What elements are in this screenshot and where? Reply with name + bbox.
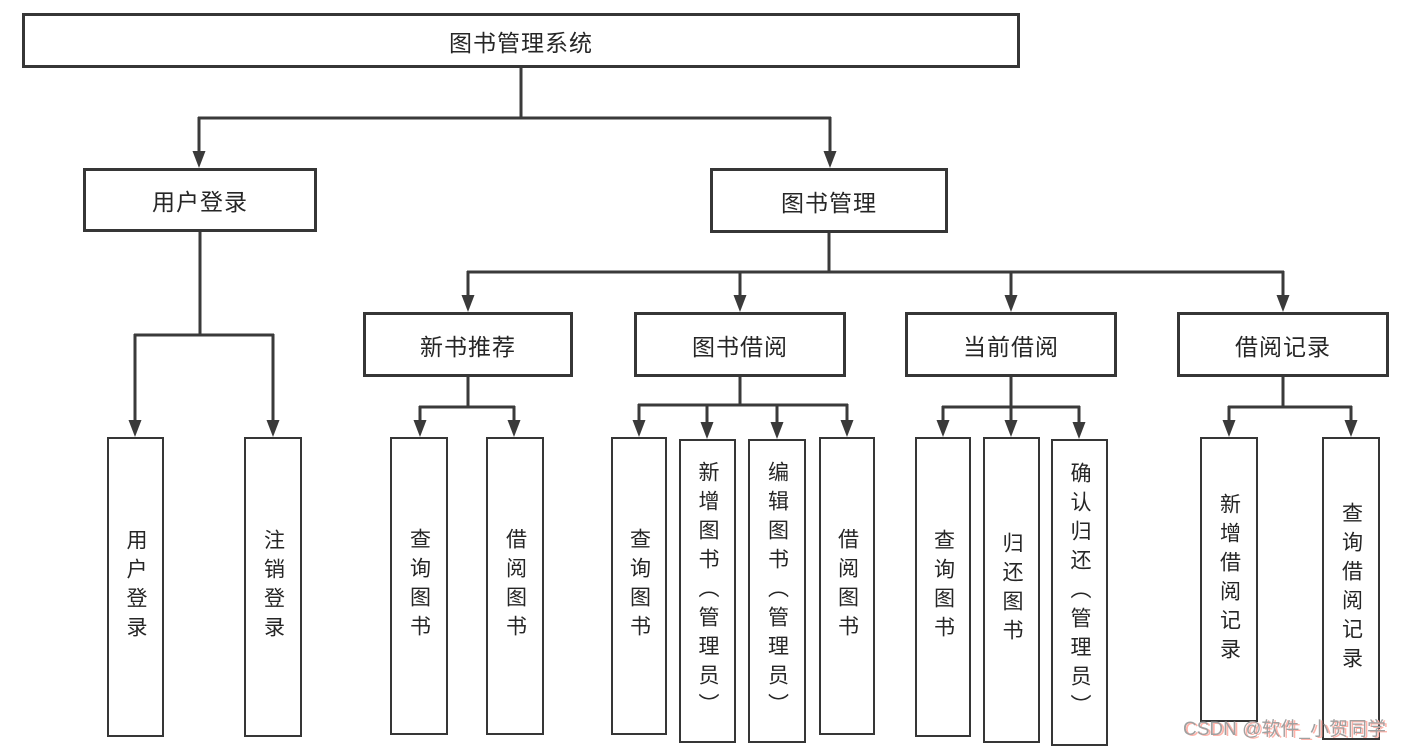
leaf-current-confirm: 确认归还（管理员） <box>1051 439 1108 746</box>
node-current-borrow: 当前借阅 <box>905 312 1117 377</box>
leaf-newbook-borrow: 借阅图书 <box>486 437 544 735</box>
node-book-mgmt-label: 图书管理 <box>781 189 877 216</box>
leaf-current-return-label: 归还图书 <box>1000 532 1023 648</box>
leaf-record-add: 新增借阅记录 <box>1200 437 1258 722</box>
arrowhead-icon <box>770 422 784 439</box>
leaf-user-login: 用户登录 <box>107 437 164 737</box>
leaf-newbook-query-label: 查询图书 <box>407 528 431 644</box>
node-new-book-label: 新书推荐 <box>420 333 516 360</box>
leaf-newbook-query: 查询图书 <box>390 437 448 735</box>
node-root-label: 图书管理系统 <box>449 29 593 56</box>
leaf-borrow-book: 借阅图书 <box>819 437 875 735</box>
arrowhead-icon <box>1222 420 1236 437</box>
node-borrow-record: 借阅记录 <box>1177 312 1389 377</box>
arrowhead-icon <box>413 420 427 437</box>
node-book-mgmt: 图书管理 <box>710 168 948 233</box>
leaf-borrow-query: 查询图书 <box>611 437 667 735</box>
leaf-logout: 注销登录 <box>244 437 302 737</box>
arrowhead-icon <box>507 420 521 437</box>
arrowhead-icon <box>1344 420 1358 437</box>
leaf-record-query-label: 查询借阅记录 <box>1339 501 1363 676</box>
leaf-current-query-label: 查询图书 <box>931 529 955 645</box>
arrowhead-icon <box>266 420 280 437</box>
watermark: CSDN @软件_小贺同学 <box>1183 719 1386 740</box>
node-user-login-label: 用户登录 <box>152 189 248 215</box>
leaf-borrow-book-label: 借阅图书 <box>835 528 859 644</box>
node-borrow-record-label: 借阅记录 <box>1235 333 1331 360</box>
arrowhead-icon <box>823 151 837 168</box>
leaf-newbook-borrow-label: 借阅图书 <box>503 528 527 644</box>
arrowhead-icon <box>1004 420 1018 437</box>
leaf-current-query: 查询图书 <box>915 437 971 737</box>
leaf-borrow-add-label: 新增图书（管理员） <box>696 460 719 722</box>
leaf-current-return: 归还图书 <box>983 437 1040 743</box>
arrowhead-icon <box>632 420 646 437</box>
leaf-user-login-label: 用户登录 <box>124 529 147 645</box>
leaf-borrow-query-label: 查询图书 <box>627 528 651 644</box>
arrowhead-icon <box>1004 295 1018 312</box>
arrowhead-icon <box>128 420 142 437</box>
node-book-borrow: 图书借阅 <box>634 312 846 377</box>
arrowhead-icon <box>192 151 206 168</box>
leaf-borrow-add: 新增图书（管理员） <box>679 439 736 743</box>
node-current-borrow-label: 当前借阅 <box>963 333 1059 360</box>
arrowhead-icon <box>700 422 714 439</box>
arrowhead-icon <box>461 295 475 312</box>
leaf-current-confirm-label: 确认归还（管理员） <box>1068 462 1091 723</box>
node-book-borrow-label: 图书借阅 <box>692 333 788 360</box>
leaf-record-query: 查询借阅记录 <box>1322 437 1380 740</box>
leaf-borrow-edit: 编辑图书（管理员） <box>748 439 806 743</box>
arrowhead-icon <box>1276 295 1290 312</box>
node-user-login: 用户登录 <box>83 168 317 232</box>
arrowhead-icon <box>1072 422 1086 439</box>
leaf-logout-label: 注销登录 <box>261 529 285 645</box>
arrowhead-icon <box>733 295 747 312</box>
leaf-borrow-edit-label: 编辑图书（管理员） <box>765 460 789 722</box>
node-root: 图书管理系统 <box>22 13 1020 68</box>
node-new-book: 新书推荐 <box>363 312 573 377</box>
arrowhead-icon <box>936 420 950 437</box>
arrowhead-icon <box>840 420 854 437</box>
leaf-record-add-label: 新增借阅记录 <box>1217 492 1241 667</box>
